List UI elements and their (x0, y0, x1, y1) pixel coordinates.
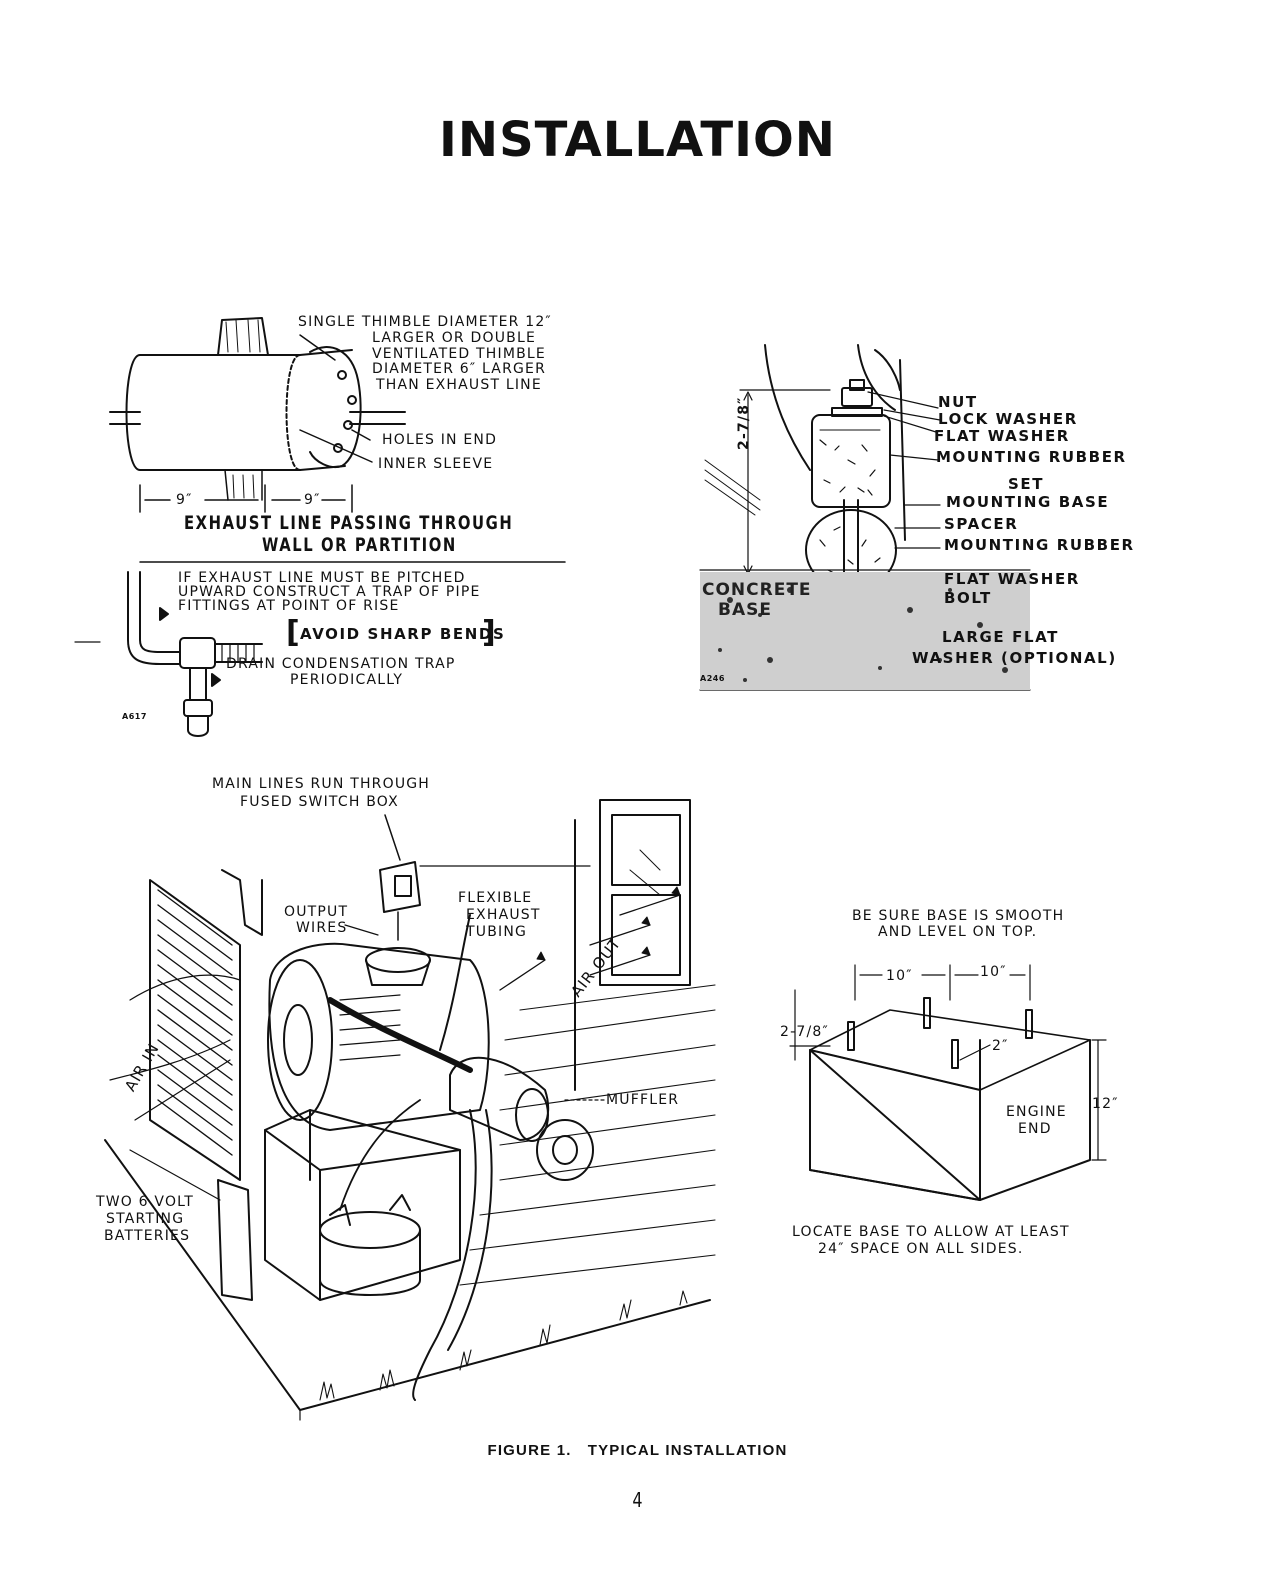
base-label: BASE (718, 600, 772, 620)
mounting-figure-code: A246 (700, 674, 725, 683)
lock-washer-label: LOCK WASHER (938, 410, 1078, 428)
concrete-base-drawing (789, 964, 1107, 1201)
muffler-label: MUFFLER (606, 1092, 680, 1108)
flexible-exhaust-line3: TUBING (466, 924, 528, 940)
pitch-note-line3: FITTINGS AT POINT OF RISE (178, 598, 400, 614)
dimension-9-right: 9″ (304, 492, 321, 508)
installation-scene-drawing (104, 799, 716, 1421)
holes-in-end-label: HOLES IN END (382, 432, 498, 448)
dimension-12: 12″ (1092, 1096, 1119, 1112)
batteries-label-line3: BATTERIES (104, 1228, 191, 1244)
dimension-9-left: 9″ (176, 492, 193, 508)
output-wires-label-line1: OUTPUT (284, 904, 349, 920)
large-flat-label: LARGE FLAT (942, 628, 1059, 646)
mounting-rubber-top-label: MOUNTING RUBBER (936, 448, 1127, 466)
thimble-note-line3: VENTILATED THIMBLE (372, 346, 546, 362)
concrete-label: CONCRETE (702, 580, 812, 600)
dimension-2: 2″ (992, 1038, 1009, 1054)
bracket-right-icon: ] (482, 615, 496, 650)
flexible-exhaust-line1: FLEXIBLE (458, 890, 533, 906)
drain-note-line1: DRAIN CONDENSATION TRAP (226, 656, 456, 672)
locate-note-line2: 24″ SPACE ON ALL SIDES. (818, 1241, 1024, 1257)
inner-sleeve-label: INNER SLEEVE (378, 456, 494, 472)
drain-note-line2: PERIODICALLY (290, 672, 404, 688)
page-title: INSTALLATION (439, 112, 836, 168)
batteries-label-line2: STARTING (106, 1211, 185, 1227)
flat-washer-bottom-label: FLAT WASHER (944, 570, 1080, 588)
mount-dimension-height: 2-7/8″ (736, 396, 752, 450)
exhaust-heading-line2: WALL OR PARTITION (262, 534, 457, 556)
exhaust-heading-line1: EXHAUST LINE PASSING THROUGH (184, 512, 514, 534)
page-number: 4 (632, 1488, 643, 1512)
bolt-label: BOLT (944, 589, 992, 607)
output-wires-label-line2: WIRES (296, 920, 348, 936)
spacer-label: SPACER (944, 515, 1019, 533)
main-lines-note-line2: FUSED SWITCH BOX (240, 794, 399, 810)
exhaust-figure-code: A617 (122, 712, 147, 721)
nut-label: NUT (938, 393, 978, 411)
figure-caption: FIGURE 1. TYPICAL INSTALLATION (487, 1442, 788, 1459)
smooth-note-line2: AND LEVEL ON TOP. (878, 924, 1038, 940)
pitch-note-line2: UPWARD CONSTRUCT A TRAP OF PIPE (178, 584, 481, 600)
washer-optional-label: WASHER (OPTIONAL) (912, 649, 1117, 667)
mounting-rubber-bottom-label: MOUNTING RUBBER (944, 536, 1135, 554)
pitch-note-line1: IF EXHAUST LINE MUST BE PITCHED (178, 570, 466, 586)
smooth-note-line1: BE SURE BASE IS SMOOTH (852, 908, 1065, 924)
main-lines-note-line1: MAIN LINES RUN THROUGH (212, 776, 431, 792)
locate-note-line1: LOCATE BASE TO ALLOW AT LEAST (792, 1224, 1070, 1240)
thimble-note-line5: THAN EXHAUST LINE (376, 377, 542, 393)
flat-washer-top-label: FLAT WASHER (934, 427, 1070, 445)
flexible-exhaust-line2: EXHAUST (466, 907, 541, 923)
thimble-note-line4: DIAMETER 6″ LARGER (372, 361, 547, 377)
concrete-texture (700, 572, 1030, 690)
engine-end-line1: ENGINE (1006, 1104, 1067, 1120)
dimension-10-left: 10″ (886, 968, 913, 984)
engine-end-line2: END (1018, 1121, 1052, 1137)
exhaust-thimble-drawing (74, 317, 566, 737)
dimension-2-7-8: 2-7/8″ (780, 1024, 829, 1040)
mounting-base-label: MOUNTING BASE (946, 493, 1110, 511)
bracket-left-icon: [ (286, 615, 300, 650)
thimble-note-line2: LARGER OR DOUBLE (372, 330, 536, 346)
dimension-10-right: 10″ (980, 964, 1007, 980)
avoid-sharp-bends-label: AVOID SHARP BENDS (300, 625, 506, 643)
batteries-label-line1: TWO 6 VOLT (96, 1194, 194, 1210)
thimble-note-line1: SINGLE THIMBLE DIAMETER 12″ (298, 314, 552, 330)
set-label: SET (1008, 475, 1045, 493)
